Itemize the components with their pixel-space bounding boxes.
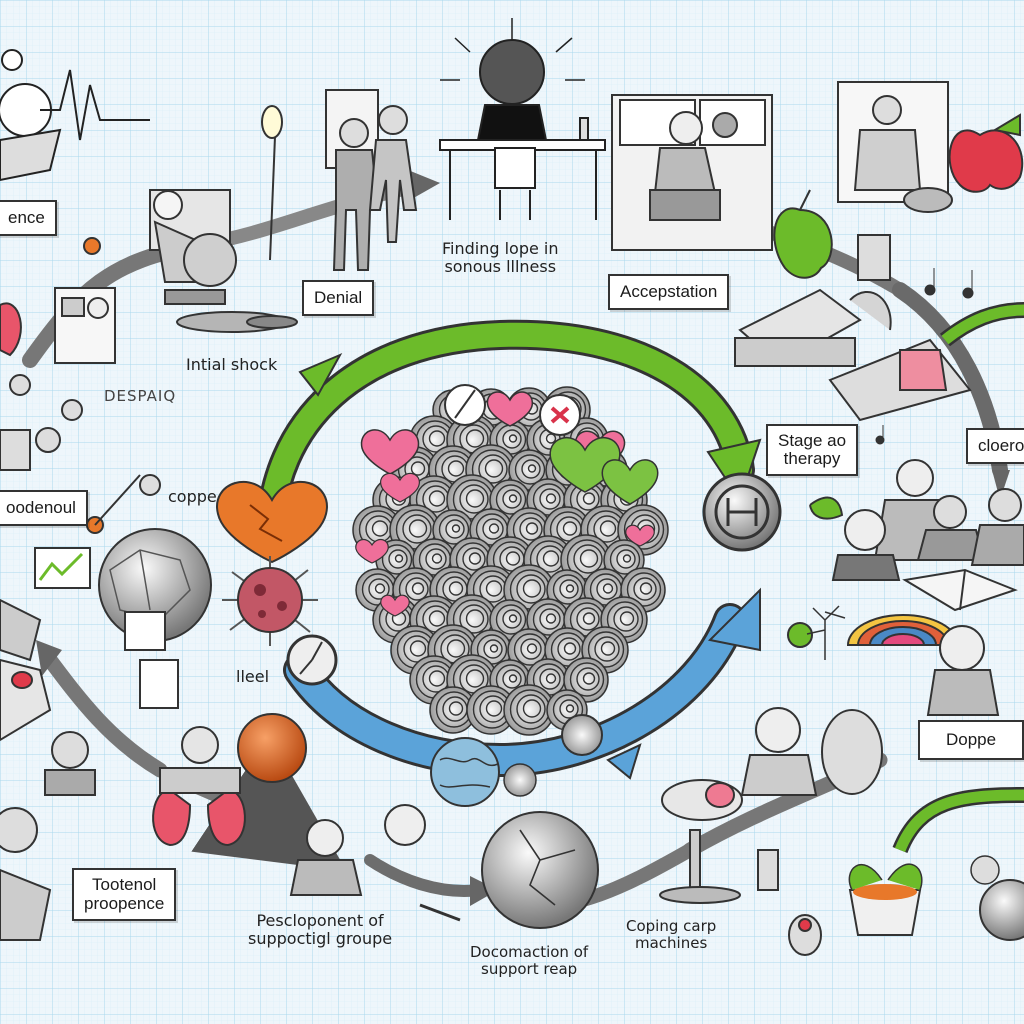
orange-heart-icon bbox=[216, 480, 328, 564]
heart-icon bbox=[380, 472, 420, 503]
acceptation-office-sketch bbox=[611, 94, 773, 251]
label-initial-shock: Intial shock bbox=[186, 355, 278, 374]
finding-hope-sketch bbox=[439, 18, 606, 220]
green-arrowhead-left bbox=[298, 352, 343, 397]
hearts bbox=[216, 391, 659, 617]
medallion-icon bbox=[702, 472, 782, 552]
heart-icon bbox=[355, 538, 389, 564]
heart-icon bbox=[380, 594, 410, 617]
label-documentation: Docomaction of support reap bbox=[470, 943, 589, 979]
globe-icon bbox=[430, 737, 500, 807]
label-denial: Denial bbox=[302, 280, 375, 316]
swirl-ball bbox=[508, 449, 550, 491]
label-coppe: coppe bbox=[168, 487, 217, 506]
blue-arrowhead-up bbox=[707, 587, 761, 652]
label-lleel: lleel bbox=[236, 667, 270, 686]
denial-figures-sketch bbox=[246, 89, 418, 329]
label-pescloponent: Pescloponent of suppoctigl groupe bbox=[248, 911, 393, 949]
green-flow-arrow-right bbox=[940, 302, 1024, 347]
location-pin-icon bbox=[83, 237, 101, 255]
red-apple-icon bbox=[948, 129, 1024, 193]
woman-portrait-sketch bbox=[659, 707, 883, 956]
label-clocron: cloeron bbox=[966, 428, 1024, 464]
label-despadi: DESPAIQ bbox=[104, 387, 177, 405]
book-chart-sketch bbox=[787, 568, 1018, 716]
green-apple-icon bbox=[773, 207, 833, 279]
central-cycle bbox=[255, 319, 762, 780]
virus-icon bbox=[222, 556, 318, 646]
orange-ball-icon bbox=[237, 713, 307, 783]
label-tootenol: Tootenol proopence bbox=[72, 868, 177, 922]
green-arrowhead-right bbox=[706, 438, 762, 503]
people-group-sketch bbox=[809, 459, 1024, 581]
label-oddenoul: oodenoul bbox=[0, 490, 88, 526]
rose-icon bbox=[561, 714, 603, 756]
green-heart-icon bbox=[601, 459, 659, 505]
label-coping: Coping carp machines bbox=[626, 917, 717, 953]
path-arrowheads bbox=[36, 170, 1010, 906]
heartbeat-sun-sketch bbox=[0, 49, 150, 182]
label-finding-hope: Finding lope in sonous lllness bbox=[442, 239, 559, 277]
lungs-icon bbox=[152, 788, 246, 847]
tree-icon bbox=[806, 605, 846, 660]
portrait-apples-sketch bbox=[773, 81, 1024, 281]
music-notes-icon bbox=[875, 268, 974, 445]
heart-icon bbox=[486, 391, 533, 427]
swirl-ball bbox=[429, 686, 477, 734]
label-doppe: Doppe bbox=[918, 720, 1024, 760]
plant-sprout-sketch bbox=[848, 787, 1024, 941]
cracked-ball-icon bbox=[481, 811, 599, 929]
cluster-topper-icons bbox=[444, 384, 581, 436]
label-acceptation: Accepstation bbox=[608, 274, 730, 310]
heart-icon bbox=[625, 524, 655, 547]
label-ence: ence bbox=[0, 200, 57, 236]
label-stage-therapy: Stage ao therapy bbox=[766, 424, 859, 476]
blue-arrowhead-down bbox=[606, 743, 642, 780]
therapy-sketch bbox=[734, 288, 972, 422]
left-side-sketches bbox=[0, 237, 461, 941]
cross-badge-icon bbox=[550, 406, 570, 424]
clock-icon bbox=[286, 634, 338, 686]
